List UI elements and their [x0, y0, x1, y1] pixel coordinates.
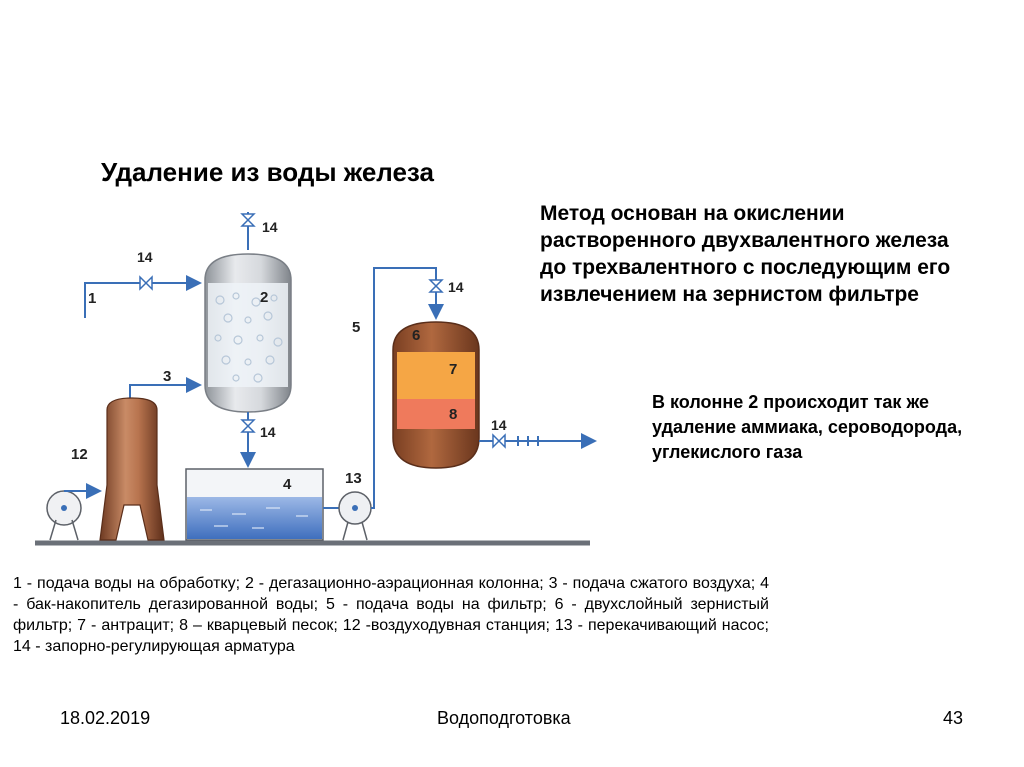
label-8: 8 [449, 406, 457, 423]
valve-14-top [240, 212, 256, 250]
legend-text: 1 - подача воды на обработку; 2 - дегаза… [13, 575, 769, 655]
valve-14-filter-out [492, 433, 506, 449]
sand-layer-8 [397, 399, 475, 429]
storage-tank-4 [185, 468, 324, 541]
footer-title: Водоподготовка [437, 708, 571, 728]
footer-date: 18.02.2019 [60, 708, 151, 728]
label-6: 6 [412, 327, 420, 344]
blower-fan [46, 483, 102, 541]
label-14-inlet: 14 [137, 249, 153, 265]
label-12: 12 [71, 446, 88, 463]
slide-title: Удаление из воды железа [101, 157, 434, 187]
label-14-filter-in: 14 [448, 279, 464, 295]
page-number: 43 [943, 708, 964, 728]
label-4: 4 [283, 476, 292, 493]
label-1: 1 [88, 290, 96, 307]
label-3: 3 [163, 368, 171, 385]
valve-14-column-out [240, 412, 256, 468]
label-7: 7 [449, 361, 457, 378]
filter-6 [392, 321, 480, 469]
label-5: 5 [352, 319, 360, 336]
filter-outlet [479, 433, 597, 449]
valve-14-inlet [139, 275, 153, 291]
air-pipe-3 [129, 377, 202, 400]
transfer-pump-13 [323, 491, 372, 541]
blower-station-12 [99, 397, 165, 541]
anthracite-layer-7 [397, 352, 475, 399]
label-14-top: 14 [262, 219, 278, 235]
inlet-pipe-1 [84, 275, 202, 318]
label-13: 13 [345, 470, 362, 487]
label-14-filter-out: 14 [491, 417, 507, 433]
label-2: 2 [260, 289, 268, 306]
degassing-column-2 [204, 253, 292, 413]
valve-14-filter-in [428, 279, 444, 293]
label-14-column-out: 14 [260, 424, 276, 440]
method-description: Метод основан на окислении растворенного… [540, 202, 951, 306]
column-note: В колонне 2 происходит так же удаление а… [652, 392, 963, 462]
